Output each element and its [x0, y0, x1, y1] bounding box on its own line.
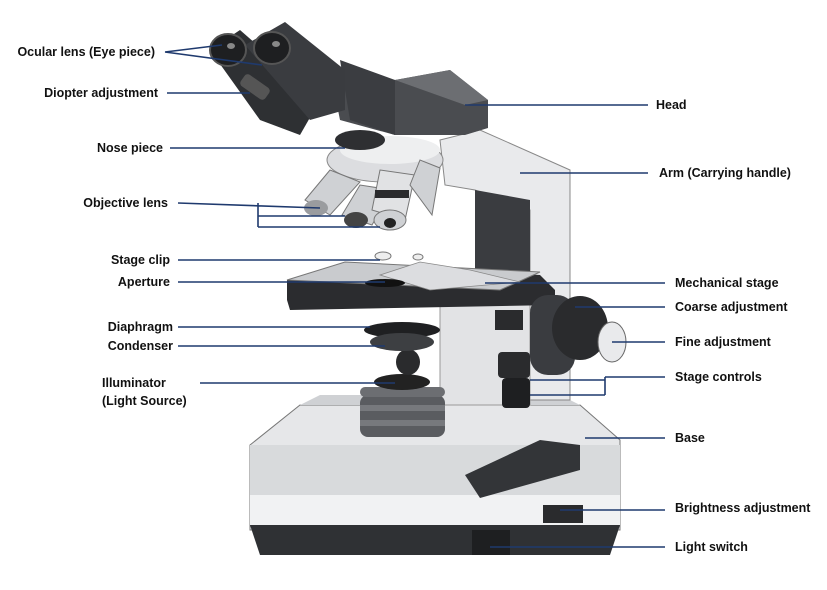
focus-knobs: [530, 295, 627, 375]
label-nose-piece: Nose piece: [96, 141, 163, 155]
label-objective-lens: Objective lens: [83, 196, 168, 210]
label-diaphragm: Diaphragm: [107, 320, 173, 334]
label-head: Head: [656, 98, 687, 112]
head: [330, 60, 488, 150]
condenser: [364, 322, 440, 351]
brightness-dial: [543, 505, 583, 523]
label-stage-clip: Stage clip: [110, 253, 170, 267]
label-aperture: Aperture: [117, 275, 170, 289]
diopter-ring: [240, 74, 270, 100]
illuminator: [360, 349, 445, 437]
label-coarse-adjustment: Coarse adjustment: [675, 300, 788, 314]
label-illuminator: Illuminator: [102, 376, 166, 390]
label-arm: Arm (Carrying handle): [659, 166, 791, 180]
mechanical-stage: [286, 251, 555, 330]
label-light-switch: Light switch: [675, 540, 748, 554]
label-condenser: Condenser: [107, 339, 173, 353]
base-panel: [465, 440, 580, 498]
leader-lines: [164, 44, 665, 548]
label-brightness-adjustment: Brightness adjustment: [675, 501, 811, 515]
label-diopter-adjustment: Diopter adjustment: [44, 86, 158, 100]
label-mechanical-stage: Mechanical stage: [675, 276, 779, 290]
label-base: Base: [675, 431, 705, 445]
light-switch: [472, 530, 510, 555]
label-stage-controls: Stage controls: [675, 370, 762, 384]
label-fine-adjustment: Fine adjustment: [675, 335, 771, 349]
objective-lenses: [304, 159, 441, 231]
stage-controls: [498, 352, 530, 408]
label-light-source: (Light Source): [102, 394, 187, 408]
label-ocular-lens: Ocular lens (Eye piece): [17, 45, 155, 59]
aperture-hole: [365, 279, 405, 287]
ocular-lenses: [209, 22, 345, 135]
